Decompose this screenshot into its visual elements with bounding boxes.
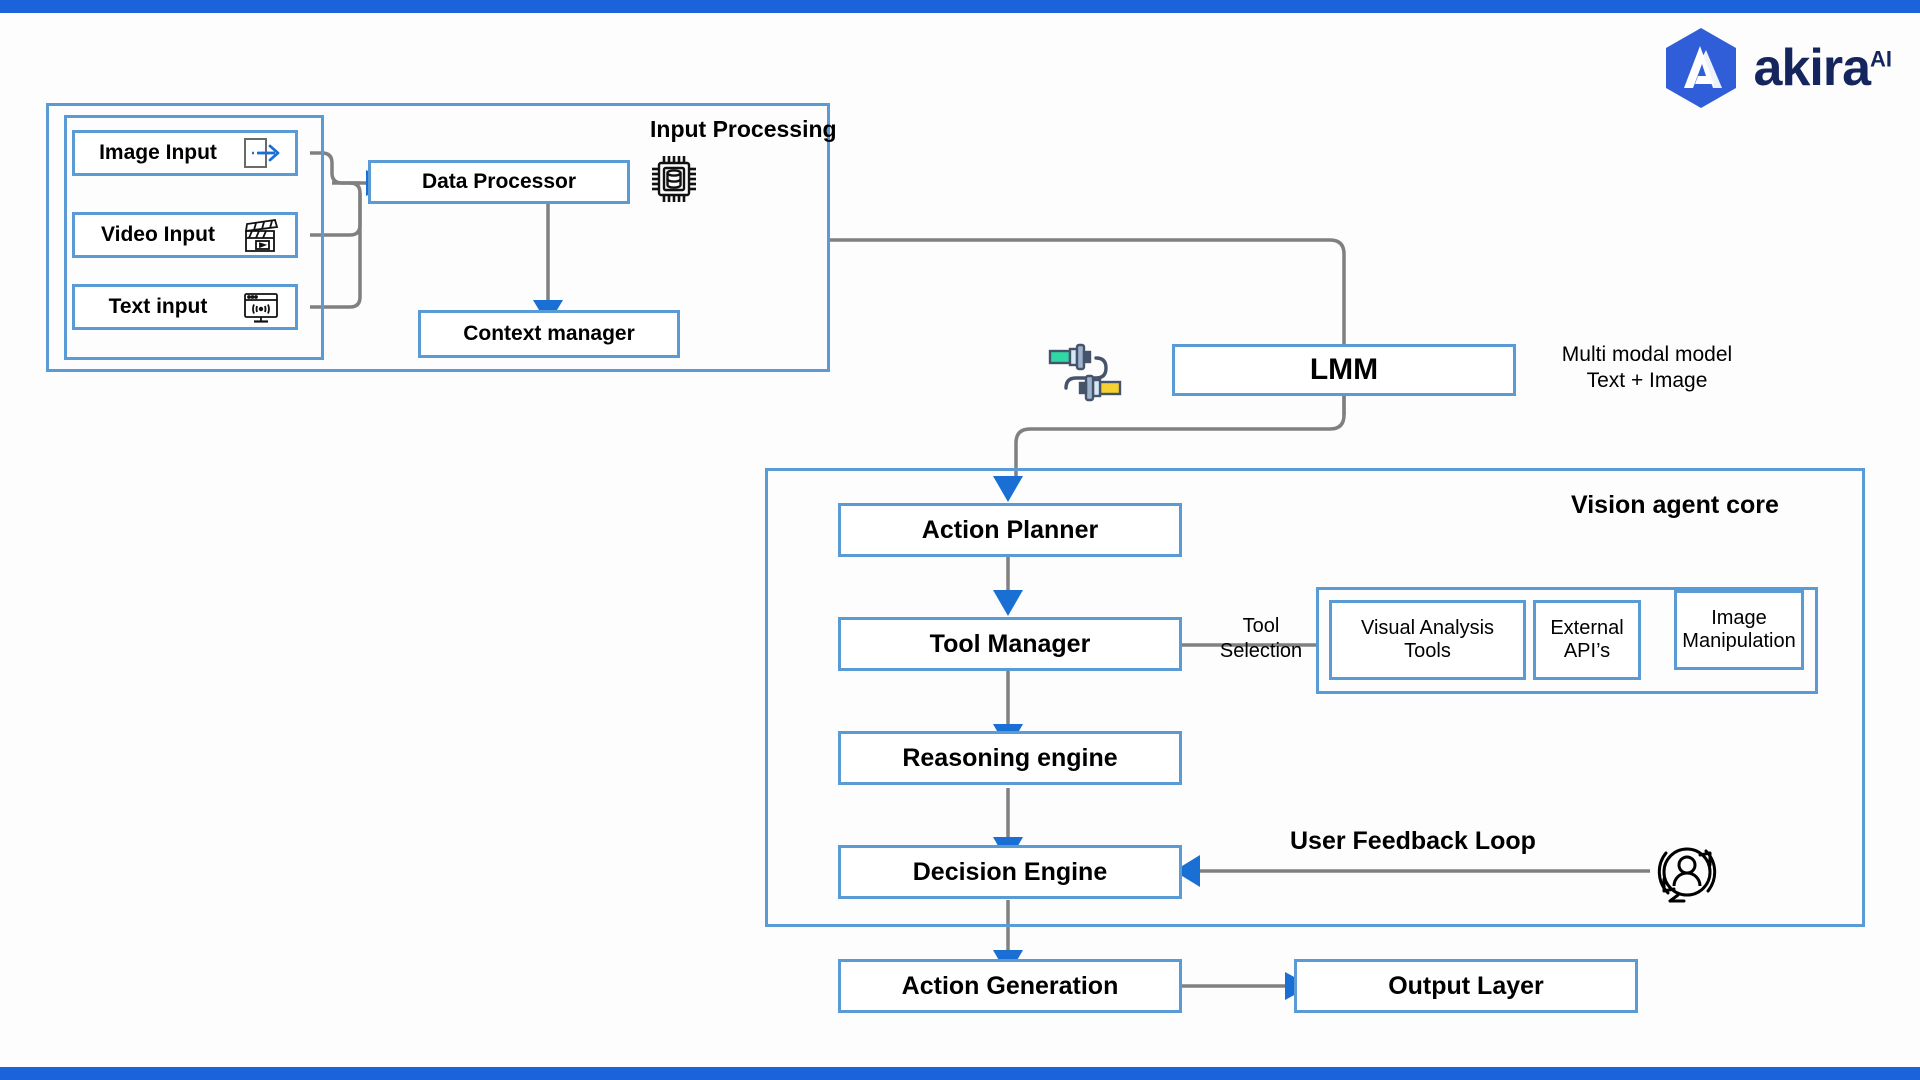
reasoning-engine-box[interactable]: Reasoning engine [838, 731, 1182, 785]
connector-plug-icon [1046, 331, 1124, 403]
external-apis-label: External API’s [1550, 617, 1624, 662]
user-refresh-icon [1648, 833, 1726, 911]
external-apis-box[interactable]: External API’s [1533, 600, 1641, 680]
tool-selection-label: Tool Selection [1200, 614, 1322, 664]
cpu-database-icon [648, 152, 700, 206]
output-layer-box[interactable]: Output Layer [1294, 959, 1638, 1013]
input-processing-title: Input Processing [650, 116, 837, 142]
text-input-box[interactable]: Text input [72, 284, 298, 330]
text-input-label: Text input [108, 295, 208, 318]
input-processing-group [46, 103, 830, 372]
lmm-box[interactable]: LMM [1172, 344, 1516, 396]
bottom-accent-bar [0, 1067, 1920, 1080]
tools-container [1316, 587, 1818, 694]
logo-superscript: AI [1870, 46, 1892, 72]
tool-manager-box[interactable]: Tool Manager [838, 617, 1182, 671]
lmm-caption-line2: Text + Image [1586, 369, 1708, 393]
image-export-icon [241, 136, 281, 170]
akira-wordmark: akiraAI [1754, 42, 1892, 94]
top-accent-bar [0, 0, 1920, 13]
input-sources-container [64, 115, 324, 360]
video-input-label: Video Input [101, 223, 215, 246]
logo-name: akira [1753, 39, 1871, 97]
image-input-box[interactable]: Image Input [72, 130, 298, 176]
decision-engine-box[interactable]: Decision Engine [838, 845, 1182, 899]
image-manipulation-box[interactable]: Image Manipulation [1674, 590, 1804, 670]
image-manipulation-label: Image Manipulation [1682, 607, 1796, 652]
visual-analysis-tools-box[interactable]: Visual Analysis Tools [1329, 600, 1526, 680]
context-manager-box[interactable]: Context manager [418, 310, 680, 358]
tool-selection-line1: Tool [1242, 615, 1280, 637]
monitor-text-icon [241, 290, 281, 324]
clapperboard-icon [241, 218, 281, 252]
akira-logo: akiraAI [1662, 26, 1892, 110]
akira-hexagon-mark [1662, 26, 1740, 110]
action-generation-box[interactable]: Action Generation [838, 959, 1182, 1013]
user-feedback-loop-label: User Feedback Loop [1290, 827, 1536, 855]
lmm-caption: Multi modal model Text + Image [1537, 342, 1757, 395]
vision-agent-core-group [765, 468, 1865, 927]
vision-agent-core-title: Vision agent core [1571, 491, 1779, 519]
tool-selection-line2: Selection [1219, 640, 1303, 662]
data-processor-box[interactable]: Data Processor [368, 160, 630, 204]
action-planner-box[interactable]: Action Planner [838, 503, 1182, 557]
visual-analysis-tools-label: Visual Analysis Tools [1360, 617, 1495, 662]
video-input-box[interactable]: Video Input [72, 212, 298, 258]
image-input-label: Image Input [99, 141, 217, 164]
lmm-caption-line1: Multi modal model [1561, 343, 1733, 366]
